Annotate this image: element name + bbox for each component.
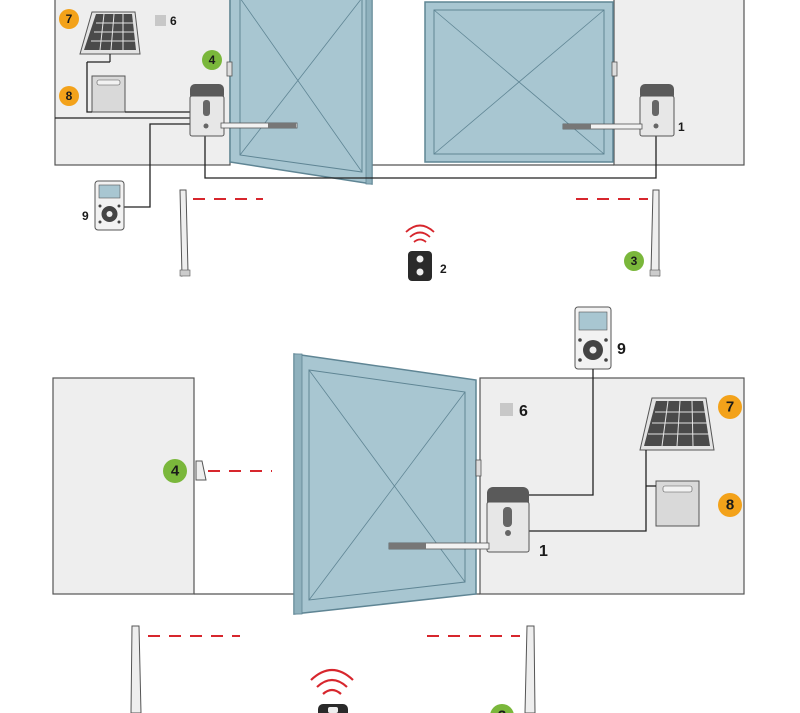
top-keypad-device [94, 180, 125, 231]
top-battery-badge: 8 [59, 86, 79, 106]
top-remote-control [405, 224, 435, 281]
top-scene: 7 6 8 [54, 0, 745, 281]
top-photocell-badge: 4 [202, 50, 222, 70]
top-column-badge: 3 [624, 251, 644, 271]
bottom-column-badge: 3 [490, 704, 514, 713]
bottom-battery-box [655, 480, 700, 527]
bottom-right-photocell-column [524, 625, 536, 713]
bottom-remote-control [310, 668, 354, 713]
top-left-wall [54, 0, 231, 166]
top-solar-badge: 7 [59, 9, 79, 29]
top-left-photocell-column [179, 189, 191, 277]
svg-text:6: 6 [519, 403, 528, 420]
bottom-left-wall [52, 377, 195, 595]
svg-text:6: 6 [170, 14, 177, 28]
top-wiring [55, 61, 657, 208]
top-battery-box [91, 75, 126, 113]
top-right-photocell-column [649, 189, 661, 277]
svg-text:9: 9 [617, 341, 626, 358]
top-right-wall [613, 0, 745, 166]
bottom-photocell-badge: 4 [163, 459, 187, 483]
top-solar-panel [79, 11, 141, 62]
svg-text:4: 4 [171, 463, 180, 480]
svg-text:1: 1 [678, 120, 685, 134]
bottom-solar-badge: 7 [718, 395, 742, 419]
top-left-motor [189, 84, 298, 137]
bottom-wiring [528, 369, 656, 532]
top-right-motor [562, 84, 675, 137]
bottom-motor [388, 487, 530, 553]
bottom-keypad-device [574, 306, 612, 370]
top-right-gate-leaf [424, 1, 614, 163]
svg-text:2: 2 [440, 262, 447, 276]
top-left-gate-leaf [229, 0, 373, 185]
svg-text:9: 9 [82, 209, 89, 223]
svg-text:7: 7 [66, 12, 73, 26]
svg-text:7: 7 [726, 399, 734, 416]
bottom-photocell-wall [195, 460, 272, 481]
bottom-gate-leaf [293, 353, 477, 615]
svg-text:3: 3 [631, 254, 638, 268]
bottom-scene: 9 6 7 8 [52, 306, 745, 713]
svg-text:8: 8 [726, 497, 734, 514]
bottom-flashing-light-icon [500, 403, 513, 416]
svg-text:4: 4 [209, 53, 216, 67]
bottom-solar-panel [639, 397, 715, 451]
top-flashing-light-icon [155, 15, 166, 26]
svg-text:8: 8 [66, 89, 73, 103]
svg-text:3: 3 [498, 708, 506, 713]
bottom-battery-badge: 8 [718, 493, 742, 517]
svg-text:1: 1 [539, 543, 548, 560]
bottom-left-photocell-column [130, 625, 142, 713]
